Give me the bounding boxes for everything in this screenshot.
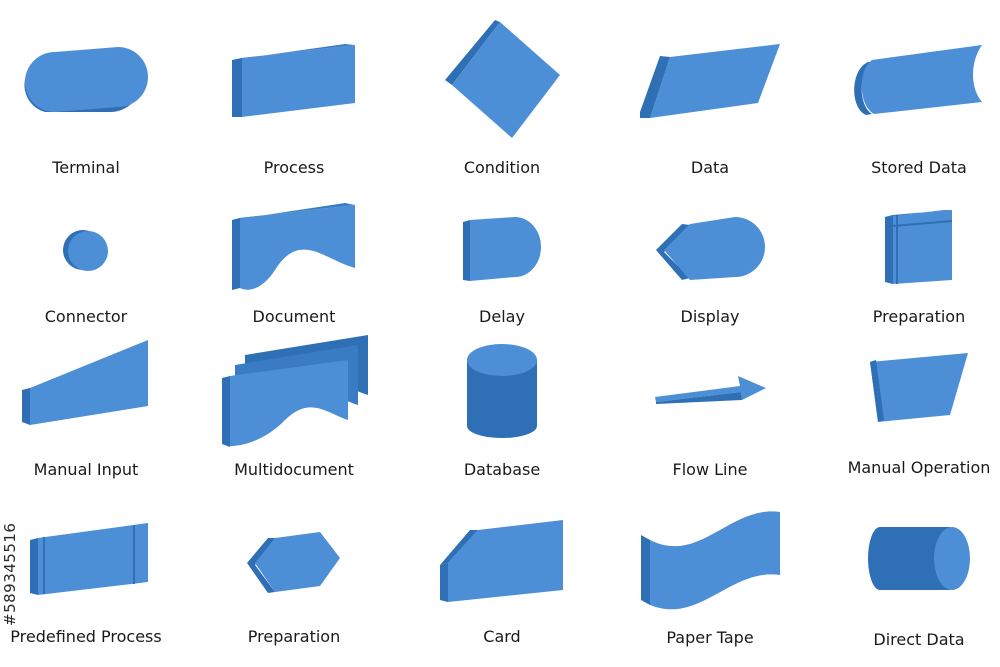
label-predefined-process: Predefined Process <box>10 627 162 646</box>
document-shape <box>232 203 355 290</box>
card-shape <box>440 520 563 602</box>
label-preparation: Preparation <box>872 307 966 326</box>
label-paper-tape: Paper Tape <box>666 628 754 647</box>
label-document: Document <box>252 307 336 326</box>
label-preparation-hexagon: Preparation <box>247 627 341 646</box>
label-multidocument: Multidocument <box>234 460 354 479</box>
label-process: Process <box>263 158 325 177</box>
flow-line-shape <box>655 376 766 404</box>
label-database: Database <box>463 460 541 479</box>
label-connector: Connector <box>44 307 128 326</box>
label-manual-input: Manual Input <box>33 460 139 479</box>
label-condition: Condition <box>463 158 541 177</box>
manual-operation-shape <box>870 353 968 422</box>
label-display: Display <box>680 307 740 326</box>
preparation-hexagon-shape <box>247 532 340 593</box>
multidocument-shape <box>222 335 368 447</box>
label-manual-operation: Manual Operation <box>847 458 991 477</box>
direct-data-shape <box>868 527 970 590</box>
data-shape <box>640 44 780 118</box>
condition-shape <box>445 20 560 138</box>
stored-data-shape <box>854 45 982 115</box>
label-direct-data: Direct Data <box>873 630 965 649</box>
label-flow-line: Flow Line <box>672 460 748 479</box>
process-shape <box>232 44 355 117</box>
predefined-process-shape <box>30 523 148 595</box>
label-data: Data <box>690 158 730 177</box>
paper-tape-shape <box>641 511 780 610</box>
connector-shape <box>63 230 108 271</box>
label-terminal: Terminal <box>52 158 120 177</box>
display-shape <box>656 217 765 280</box>
manual-input-shape <box>22 340 148 425</box>
delay-shape <box>463 217 541 281</box>
label-stored-data: Stored Data <box>871 158 967 177</box>
label-delay: Delay <box>479 307 525 326</box>
terminal-shape <box>24 47 148 112</box>
database-shape <box>467 344 537 438</box>
preparation-shape <box>885 210 953 284</box>
label-card: Card <box>483 627 521 646</box>
stock-id-watermark: #589345516 <box>1 522 19 626</box>
